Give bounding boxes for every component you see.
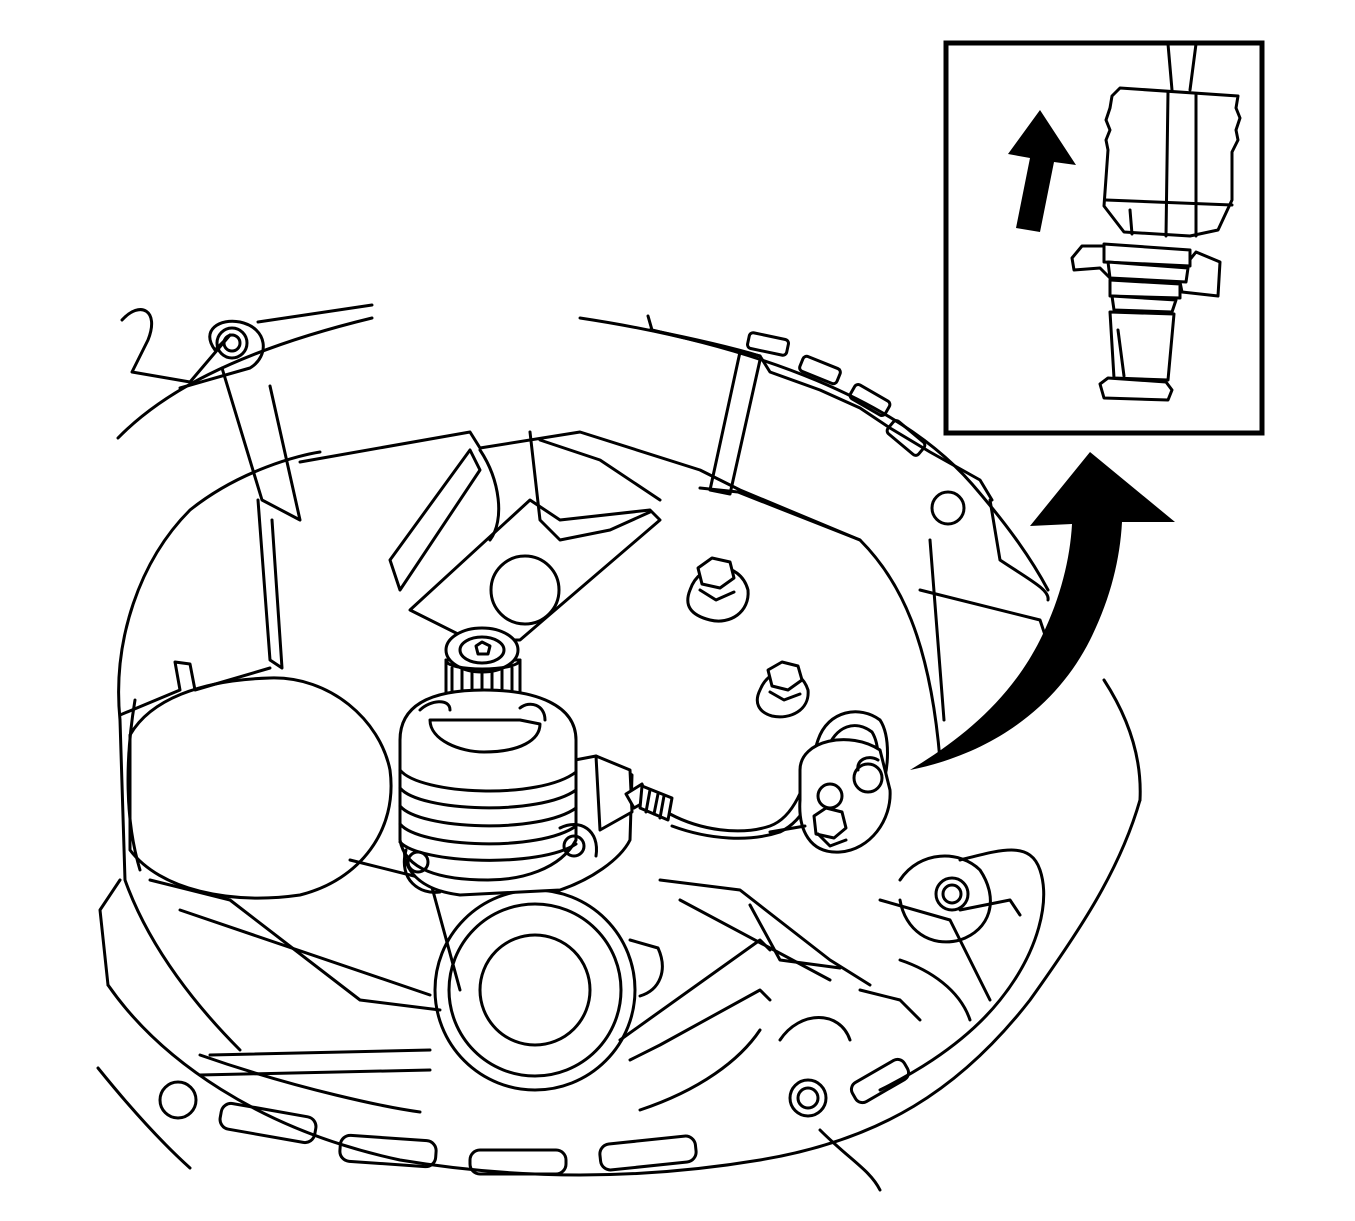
up-arrow-icon <box>1008 110 1076 232</box>
bleeder-screw <box>624 782 674 822</box>
hose-bracket <box>768 738 892 854</box>
quick-connect-fitting <box>1070 42 1242 402</box>
transmission-housing <box>96 303 1142 1192</box>
housing-bolt <box>686 556 750 623</box>
concentric-slave-cylinder <box>398 688 634 897</box>
release-fork-bracket <box>388 430 662 642</box>
housing-bolt-2 <box>755 660 810 719</box>
removal-arrow <box>910 452 1175 770</box>
inset-panel <box>943 40 1265 436</box>
